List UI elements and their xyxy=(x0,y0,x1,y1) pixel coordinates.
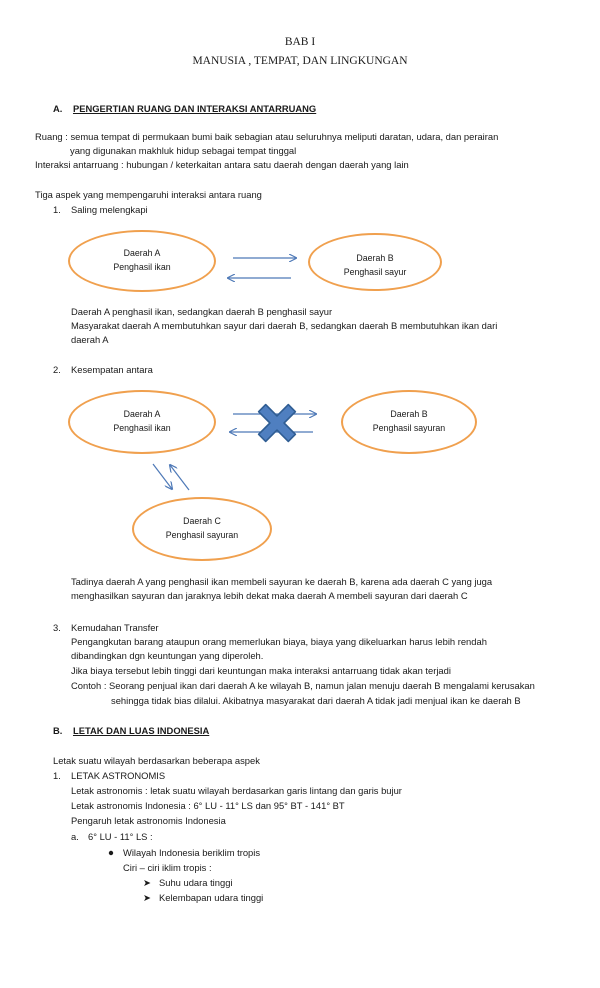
section-b-title: LETAK DAN LUAS INDONESIA xyxy=(72,725,210,736)
diagram1-ellipse-b xyxy=(308,233,442,291)
ciri-item-suhu: Suhu udara tinggi xyxy=(159,877,233,888)
sub-a-letter: a. xyxy=(71,831,79,842)
ruang-definition-line2: yang digunakan makhluk hidup sebagai tem… xyxy=(70,145,297,156)
item3-text3: Jika biaya tersebut lebih tinggi dari ke… xyxy=(71,665,451,676)
diagram2-ellipse-a xyxy=(68,390,216,454)
diagram2-ellipse-c xyxy=(132,497,272,561)
astronomis-definition: Letak astronomis : letak suatu wilayah b… xyxy=(71,785,402,796)
item3-text4: Contoh : Seorang penjual ikan dari daera… xyxy=(71,680,535,691)
diagram2-ellipse-b xyxy=(341,390,477,454)
b-item1-label: LETAK ASTRONOMIS xyxy=(71,770,166,781)
pengaruh-heading: Pengaruh letak astronomis Indonesia xyxy=(71,815,226,826)
arrow-bullet-icon: ➤ xyxy=(143,892,151,903)
section-b-letter: B. xyxy=(53,725,63,736)
section-b-heading: B. LETAK DAN LUAS INDONESIA xyxy=(53,725,209,737)
arrow-a-to-c-icon xyxy=(152,463,172,489)
item2-label: Kesempatan antara xyxy=(71,364,153,375)
b-item1-number: 1. xyxy=(53,770,61,781)
item3-text2: dibandingkan dgn keuntungan yang diperol… xyxy=(71,650,264,661)
chapter-subtitle: MANUSIA , TEMPAT, DAN LINGKUNGAN xyxy=(192,55,408,67)
section-b-intro: Letak suatu wilayah berdasarkan beberapa… xyxy=(53,755,260,766)
ciri-item-kelembapan: Kelembapan udara tinggi xyxy=(159,892,264,903)
tiga-aspek-intro: Tiga aspek yang mempengaruhi interaksi a… xyxy=(35,189,262,200)
item2-number: 2. xyxy=(53,364,61,375)
item3-text1: Pengangkutan barang ataupun orang memerl… xyxy=(71,636,487,647)
item3-label: Kemudahan Transfer xyxy=(71,622,159,633)
astronomis-indonesia: Letak astronomis Indonesia : 6° LU - 11°… xyxy=(71,800,345,811)
section-a-title: PENGERTIAN RUANG DAN INTERAKSI ANTARRUAN… xyxy=(72,103,317,114)
arrow-bullet-icon: ➤ xyxy=(143,877,151,888)
interaksi-definition: Interaksi antarruang : hubungan / keterk… xyxy=(35,159,409,170)
sub-a-label: 6° LU - 11° LS : xyxy=(88,831,153,842)
item1-number: 1. xyxy=(53,204,61,215)
item1-text3: daerah A xyxy=(71,334,109,345)
diagram1-ellipse-a xyxy=(68,230,216,292)
bullet-dot-icon xyxy=(108,850,114,856)
block-cross-icon xyxy=(257,403,297,443)
ruang-definition-line1: Ruang : semua tempat di permukaan bumi b… xyxy=(35,131,499,142)
arrow-c-to-a-icon xyxy=(170,465,190,491)
item1-text2: Masyarakat daerah A membutuhkan sayur da… xyxy=(71,320,498,331)
item3-text5: sehingga tidak bias dilalui. Akibatnya m… xyxy=(111,695,521,706)
item1-text1: Daerah A penghasil ikan, sedangkan daera… xyxy=(71,306,333,317)
section-a-letter: A. xyxy=(53,103,63,114)
item2-text2: menghasilkan sayuran dan jaraknya lebih … xyxy=(71,590,468,601)
ciri-heading: Ciri – ciri iklim tropis : xyxy=(123,862,212,873)
item3-number: 3. xyxy=(53,622,61,633)
bullet-tropis: Wilayah Indonesia beriklim tropis xyxy=(123,847,261,858)
item1-label: Saling melengkapi xyxy=(71,204,148,215)
item2-text1: Tadinya daerah A yang penghasil ikan mem… xyxy=(71,576,493,587)
section-a-heading: A. PENGERTIAN RUANG DAN INTERAKSI ANTARR… xyxy=(53,103,316,115)
chapter-title: BAB I xyxy=(284,36,316,48)
